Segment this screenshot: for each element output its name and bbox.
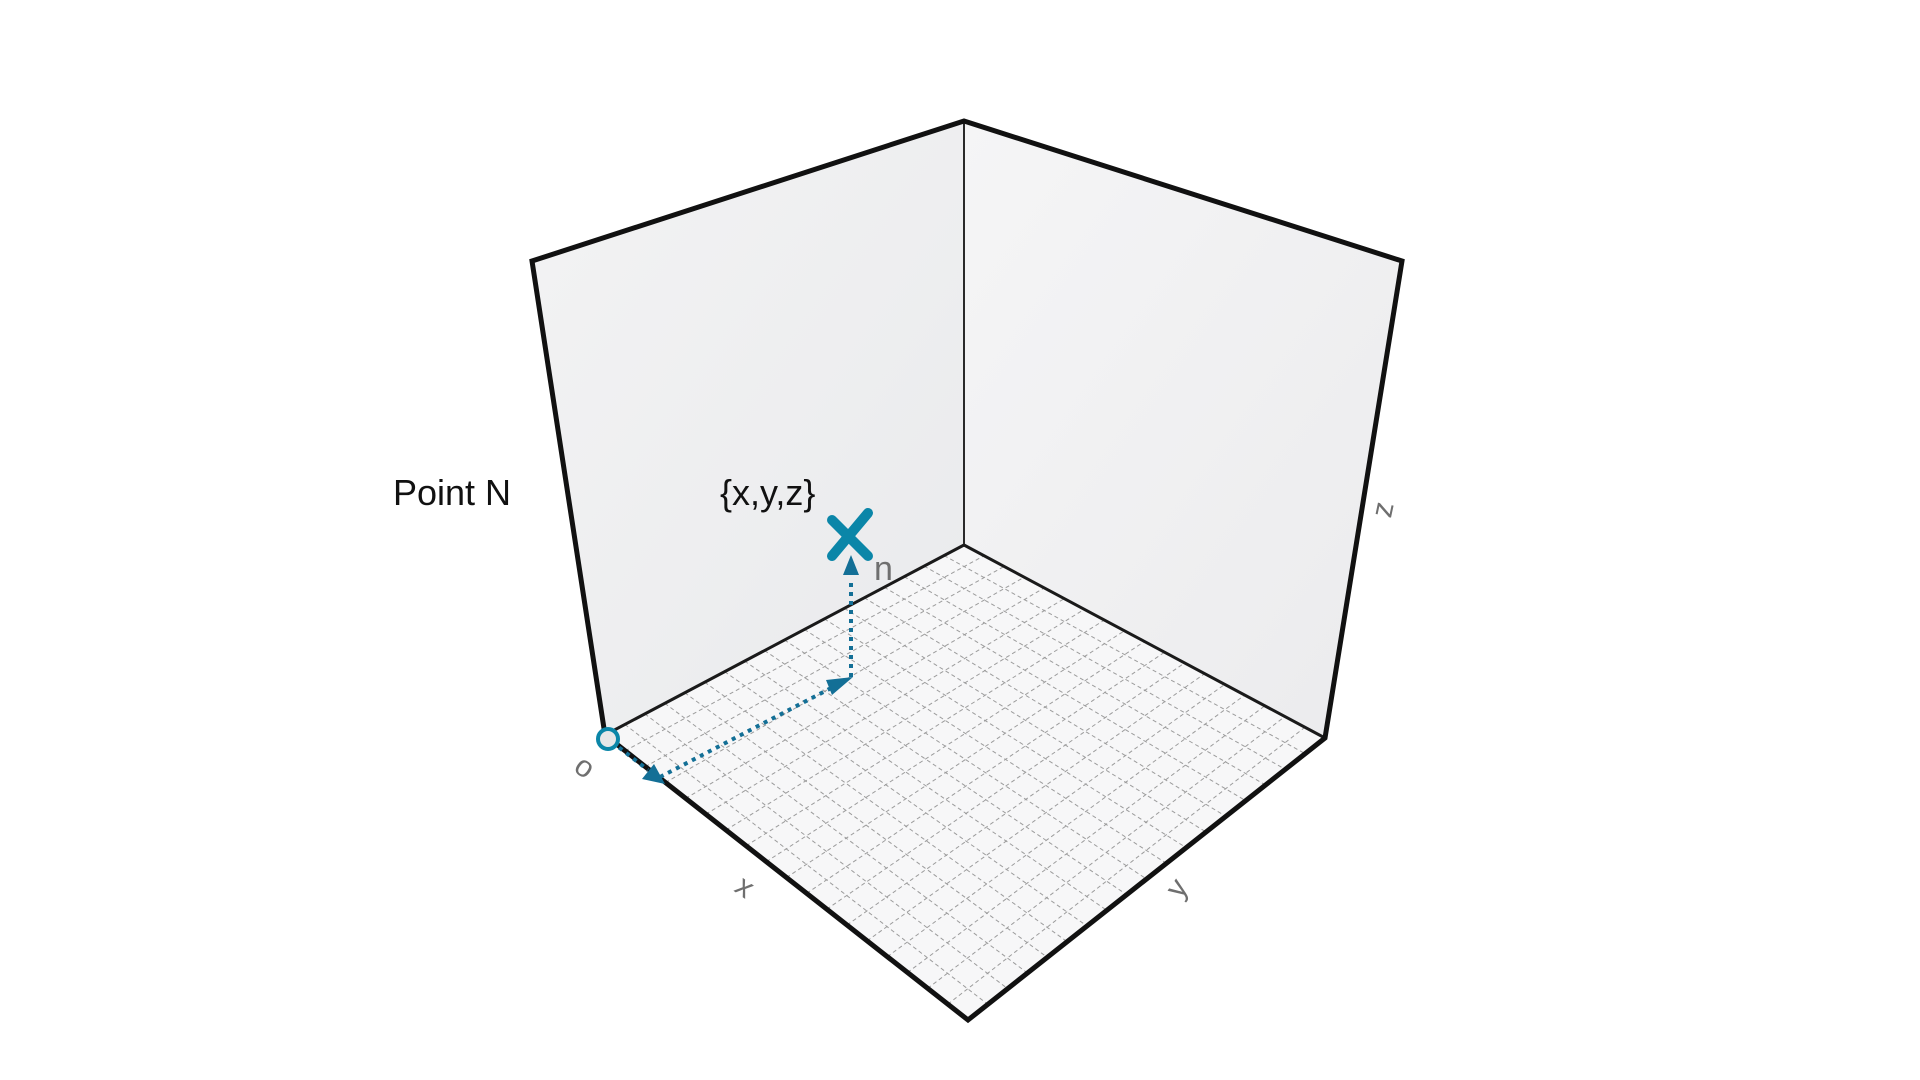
floor-grid-line xyxy=(724,671,1088,927)
floor-grid-line xyxy=(846,673,1205,926)
path-segment-y xyxy=(659,684,836,779)
arrowhead-x xyxy=(642,764,665,784)
floor-grid-line xyxy=(844,607,1207,833)
arrowhead-y xyxy=(826,677,853,695)
floor-grid-line xyxy=(947,726,1306,1005)
diagram-title: Point N xyxy=(393,472,511,513)
floor-grid-line xyxy=(887,694,1246,958)
y-axis-label: y xyxy=(1159,873,1195,904)
floor-grid-line xyxy=(923,565,1286,770)
floor-grid-line xyxy=(786,641,1145,878)
coordinate-path xyxy=(610,578,853,779)
floor-back-left-edge xyxy=(604,543,965,737)
x-axis-label: x xyxy=(729,869,760,905)
arrowhead-z xyxy=(843,555,859,575)
floor-grid-line xyxy=(704,681,1068,943)
floor-grid-line xyxy=(927,716,1286,989)
floor-grid-line xyxy=(907,705,1266,973)
floor-grid-line xyxy=(824,618,1187,849)
floor-grid-line xyxy=(943,555,1306,755)
point-n-cross-icon xyxy=(827,508,873,561)
coordinates-label: {x,y,z} xyxy=(720,472,815,513)
box-outline xyxy=(529,118,1405,1024)
point-name-label: n xyxy=(874,550,893,588)
floor-grid-line xyxy=(645,566,1005,768)
floor-grid-line xyxy=(725,608,1085,831)
floor-grid-line xyxy=(826,662,1185,910)
floor-grid xyxy=(624,555,1306,1005)
path-segment-x xyxy=(610,740,650,772)
floor-back-right-edge xyxy=(963,543,1326,740)
origin-label: o xyxy=(568,749,601,786)
left-wall xyxy=(532,121,964,735)
origin-marker xyxy=(596,727,620,751)
right-wall xyxy=(964,121,1402,738)
z-axis-label: z xyxy=(1365,499,1400,521)
